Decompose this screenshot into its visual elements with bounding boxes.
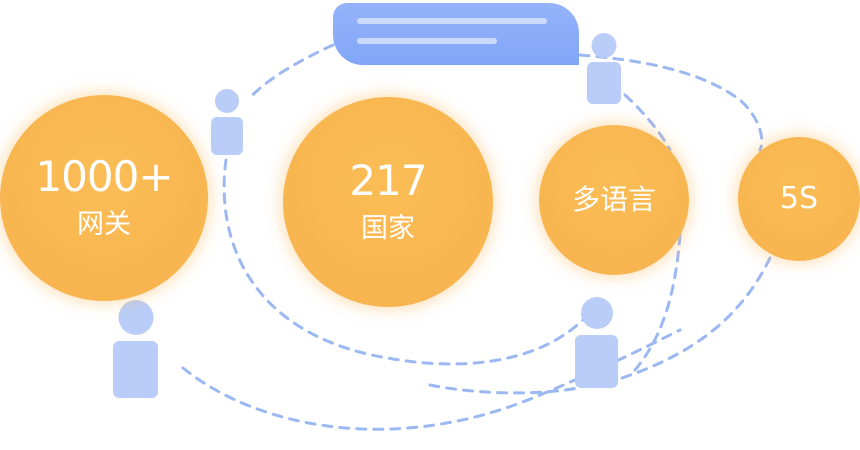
stat-value: 1000+ bbox=[35, 152, 173, 201]
stat-value: 5S bbox=[779, 181, 819, 216]
stat-content: 217 国家 bbox=[283, 157, 493, 247]
chat-bubble-icon bbox=[333, 3, 579, 65]
chat-line bbox=[357, 18, 547, 24]
person-head bbox=[118, 300, 153, 335]
person-icon bbox=[587, 33, 621, 104]
person-icon bbox=[211, 89, 243, 155]
connector-line bbox=[246, 43, 335, 102]
person-head bbox=[591, 33, 617, 58]
person-body bbox=[211, 117, 243, 155]
stat-content: 1000+ 网关 bbox=[0, 153, 208, 243]
person-head bbox=[580, 297, 613, 329]
chat-line bbox=[357, 38, 497, 44]
connector-line bbox=[620, 256, 772, 380]
connector-line bbox=[181, 328, 682, 431]
connector-line bbox=[428, 383, 580, 395]
stat-content: 多语言 bbox=[539, 182, 689, 218]
person-icon bbox=[575, 297, 618, 388]
stat-value: 217 bbox=[349, 156, 427, 205]
stat-content: 5S bbox=[738, 181, 860, 217]
stat-bubble-gateways: 1000+ 网关 bbox=[0, 95, 208, 301]
person-head bbox=[215, 89, 239, 113]
person-body bbox=[587, 62, 621, 104]
stat-label: 多语言 bbox=[571, 183, 656, 216]
stat-bubble-countries: 217 国家 bbox=[283, 97, 493, 307]
person-body bbox=[113, 341, 158, 398]
connector-line bbox=[222, 158, 602, 366]
connector-line bbox=[623, 93, 672, 152]
connector-line bbox=[578, 53, 764, 152]
person-body bbox=[575, 335, 618, 388]
stat-bubble-speed: 5S bbox=[738, 137, 860, 261]
person-icon bbox=[113, 300, 158, 398]
stat-label: 国家 bbox=[361, 213, 415, 244]
stat-label: 网关 bbox=[77, 209, 131, 240]
stat-bubble-languages: 多语言 bbox=[539, 125, 689, 275]
connector-line bbox=[633, 233, 682, 372]
